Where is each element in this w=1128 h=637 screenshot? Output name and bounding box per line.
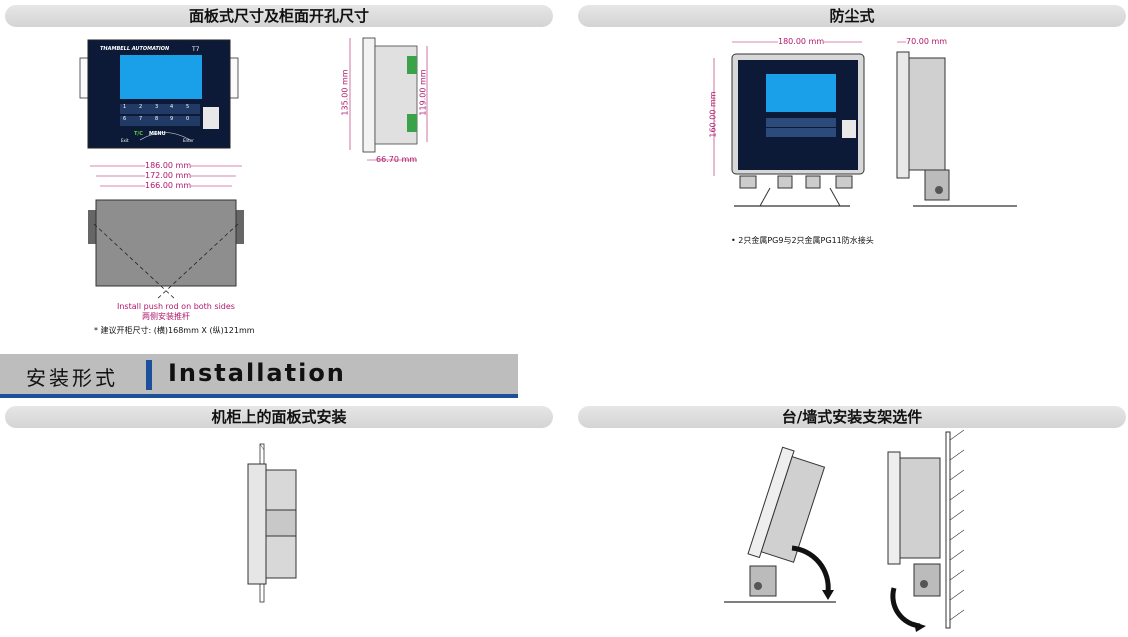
section-panel-mount: 机柜上的面板式安装 [5,406,553,428]
installation-separator [146,360,152,390]
panel-mount-view [247,443,297,603]
key-8[interactable]: 8 [155,116,159,122]
section-panel-dimensions: 面板式尺寸及柜面开孔尺寸 [5,5,553,27]
dim-height-135: 135.00 mm [340,69,350,116]
device-side-view [349,37,428,161]
dim-width-172: 172.00 mm [145,171,192,180]
menu-button[interactable]: MENU [149,131,166,137]
device-brand: THAMBELL AUTOMATION [100,46,170,52]
push-rod-note-cn: 两侧安装推杆 [142,312,190,321]
tc-button[interactable]: T/C [134,131,143,137]
key-4[interactable]: 4 [170,104,174,110]
section-stand-option: 台/墙式安装支架选件 [578,406,1126,428]
device-front-view [79,39,239,149]
dim-dust-depth: 70.00 mm [906,37,948,46]
key-5[interactable]: 5 [186,104,190,110]
key-6[interactable]: 6 [123,116,127,122]
key-0[interactable]: 0 [186,116,190,122]
dim-width-166: 166.00 mm [145,181,192,190]
installation-banner: 安装形式 Installation [0,354,518,398]
key-2[interactable]: 2 [139,104,143,110]
key-7[interactable]: 7 [139,116,143,122]
key-1[interactable]: 1 [123,104,127,110]
cutout-note: * 建议开柜尺寸: (横)168mm X (纵)121mm [94,326,255,335]
desk-stand-view [724,446,836,603]
dustproof-note: • 2只金属PG9与2只金属PG11防水接头 [731,236,874,245]
exit-button[interactable]: Exit [121,138,129,143]
dim-depth-66: 66.70 mm [376,155,418,164]
dustproof-front-view [713,41,865,207]
dim-height-119: 119.00 mm [418,69,428,116]
cutout-view [88,165,244,301]
push-rod-note-en: Install push rod on both sides [117,302,235,311]
wall-stand-view [887,429,965,632]
installation-cn: 安装形式 [26,366,118,390]
enter-button[interactable]: Enter [183,138,194,143]
section-dustproof: 防尘式 [578,5,1126,27]
dustproof-side-view [896,41,1017,207]
installation-en: Installation [168,359,346,387]
device-model: T7 [192,46,200,53]
dim-width-186: 186.00 mm [145,161,192,170]
key-9[interactable]: 9 [170,116,174,122]
key-3[interactable]: 3 [155,104,159,110]
dim-dust-width: 180.00 mm [778,37,825,46]
dim-dust-height: 160.00 mm [708,91,718,138]
